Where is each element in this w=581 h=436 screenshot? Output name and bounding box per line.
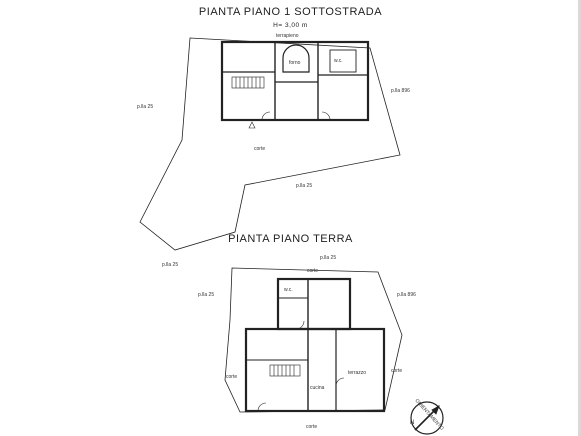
label-ground-plla25-top: p.lla 25 <box>320 255 337 261</box>
label-upper-plla25-left: p.lla 25 <box>137 104 154 110</box>
upper-site-boundary <box>139 37 401 251</box>
label-ground-corte-bottom: corte <box>306 424 318 430</box>
forno-dome <box>282 44 310 73</box>
label-terrapieno: terrapieno <box>276 33 299 39</box>
ground-lower-block <box>244 327 386 413</box>
label-upper-plla25-center: p.lla 25 <box>296 183 313 189</box>
label-upper-plla25-bottom: p.lla 25 <box>162 262 179 268</box>
label-forno: forno <box>289 60 301 66</box>
label-ground-plla25-left: p.lla 25 <box>198 292 215 298</box>
label-ground-plla896: p.lla 896 <box>397 292 416 298</box>
label-upper-wc: w.c. <box>334 58 343 64</box>
page-edge-strip <box>578 0 581 436</box>
label-cucina: cucina <box>310 385 325 391</box>
label-ground-wc: w.c. <box>284 287 293 293</box>
upper-plan-title: PIANTA PIANO 1 SOTTOSTRADA <box>198 6 383 18</box>
label-ground-corte-top: corte <box>307 268 319 274</box>
label-upper-corte: corte <box>254 146 266 152</box>
label-ground-corte-left: corte <box>226 374 238 380</box>
ground-stairs <box>269 364 301 377</box>
north-compass-icon <box>410 401 444 435</box>
label-ground-corte-right: corte <box>391 368 403 374</box>
upper-building-walls <box>220 40 370 122</box>
upper-plan-height-note: H= 3,00 m <box>273 22 308 29</box>
upper-stairs <box>231 76 265 89</box>
label-terrazzo: terrazzo <box>348 370 367 376</box>
ground-plan-title: PIANTA PIANO TERRA <box>228 233 353 245</box>
compass-north-label: N <box>410 420 415 426</box>
label-upper-plla896: p.lla 896 <box>391 88 410 94</box>
